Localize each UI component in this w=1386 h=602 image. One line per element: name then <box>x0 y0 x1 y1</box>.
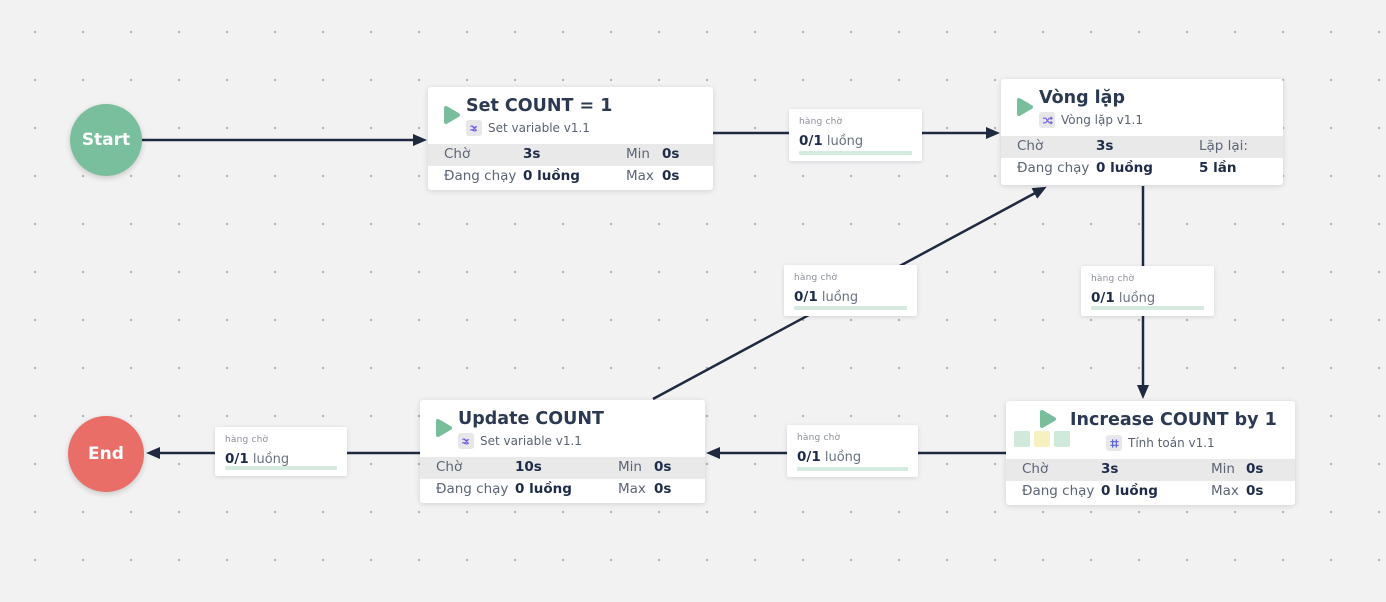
node-title: Increase COUNT by 1 <box>1070 410 1277 430</box>
queue-count: 0/1 <box>797 449 821 465</box>
stats-row: Đang chạy 0 luồng Max 0s <box>428 166 713 188</box>
stat-value: 3s <box>1096 138 1114 154</box>
stats-row: Chờ 3s Min 0s <box>1006 459 1295 481</box>
stats-row: Đang chạy 0 luồng Max 0s <box>420 479 705 501</box>
queue-progress-bar <box>799 151 912 155</box>
stat-label: Lặp lại: <box>1199 138 1248 154</box>
stat-value: 0s <box>662 146 680 162</box>
queue-progress-bar <box>797 467 908 471</box>
stat-label: Chờ <box>1022 461 1049 477</box>
node-title: Vòng lặp <box>1039 88 1126 108</box>
stat-label: Min <box>626 146 650 162</box>
play-icon <box>444 106 460 124</box>
node-increase-count[interactable]: Increase COUNT by 1 Tính toán v1.1 Chờ 3… <box>1006 401 1295 505</box>
queue-card[interactable]: hàng chờ 0/1 luồng <box>784 265 917 316</box>
node-header: Increase COUNT by 1 Tính toán v1.1 <box>1006 401 1295 458</box>
node-type-label: Tính toán v1.1 <box>1128 436 1215 450</box>
stat-value: 0s <box>662 167 680 184</box>
end-label: End <box>88 444 124 464</box>
node-header: Vòng lặp Vòng lặp v1.1 <box>1001 79 1283 136</box>
stat-value: 0 luồng <box>515 480 572 497</box>
end-node[interactable]: End <box>68 416 144 492</box>
queue-unit: luồng <box>824 450 862 465</box>
status-badges <box>1014 431 1070 447</box>
queue-label: hàng chờ <box>799 117 843 127</box>
stat-label: Đang chạy <box>436 480 509 497</box>
node-type-label: Set variable v1.1 <box>488 121 590 135</box>
node-header: Update COUNT Set variable v1.1 <box>420 400 705 457</box>
play-icon <box>1017 98 1033 116</box>
queue-unit: luồng <box>821 290 859 305</box>
node-set-count[interactable]: Set COUNT = 1 Set variable v1.1 Chờ 3s M… <box>428 87 713 190</box>
stats-row: Chờ 3s Min 0s <box>428 144 713 166</box>
queue-label: hàng chờ <box>794 273 838 283</box>
stat-value: 0s <box>654 480 672 497</box>
stats-row: Chờ 3s Lặp lại: <box>1001 136 1283 158</box>
stat-value: 0s <box>654 459 672 475</box>
stat-label: Đang chạy <box>444 167 517 184</box>
calculator-icon <box>1106 435 1122 451</box>
variable-icon <box>458 433 474 449</box>
stat-value: 0s <box>1246 461 1264 477</box>
queue-progress-bar <box>1091 306 1204 310</box>
queue-card[interactable]: hàng chờ 0/1 luồng <box>1081 266 1214 316</box>
stat-value: 3s <box>523 146 541 162</box>
node-title: Update COUNT <box>458 409 604 429</box>
stat-label: Chờ <box>436 459 463 475</box>
start-label: Start <box>81 130 131 150</box>
queue-unit: luồng <box>826 134 864 149</box>
stat-value: 5 lần <box>1199 159 1237 176</box>
queue-label: hàng chờ <box>1091 274 1135 284</box>
queue-card[interactable]: hàng chờ 0/1 luồng <box>215 427 347 476</box>
stat-value: 0s <box>1246 482 1264 499</box>
stat-label: Max <box>626 167 654 184</box>
queue-progress-bar <box>794 306 907 310</box>
queue-count: 0/1 <box>1091 290 1115 306</box>
stats-row: Chờ 10s Min 0s <box>420 457 705 479</box>
node-title: Set COUNT = 1 <box>466 96 613 116</box>
queue-count: 0/1 <box>225 451 249 467</box>
stat-label: Min <box>1211 461 1235 477</box>
start-node[interactable]: Start <box>70 104 142 176</box>
queue-label: hàng chờ <box>225 435 269 445</box>
stats-row: Đang chạy 0 luồng Max 0s <box>1006 481 1295 503</box>
stats-row: Đang chạy 0 luồng 5 lần <box>1001 158 1283 180</box>
queue-count: 0/1 <box>794 289 818 305</box>
stat-value: 0 luồng <box>1101 482 1158 499</box>
stat-label: Min <box>618 459 642 475</box>
node-vong-lap[interactable]: Vòng lặp Vòng lặp v1.1 Chờ 3s Lặp lại: Đ… <box>1001 79 1283 185</box>
queue-unit: luồng <box>252 452 290 467</box>
queue-unit: luồng <box>1118 291 1156 306</box>
node-type-label: Set variable v1.1 <box>480 434 582 448</box>
stat-value: 0 luồng <box>523 167 580 184</box>
stat-label: Đang chạy <box>1022 482 1095 499</box>
stat-label: Max <box>1211 482 1239 499</box>
node-header: Set COUNT = 1 Set variable v1.1 <box>428 87 713 144</box>
stat-label: Đang chạy <box>1017 159 1090 176</box>
queue-card[interactable]: hàng chờ 0/1 luồng <box>789 109 922 161</box>
badge <box>1034 431 1050 447</box>
node-type-label: Vòng lặp v1.1 <box>1061 113 1143 127</box>
badge <box>1054 431 1070 447</box>
stat-value: 10s <box>515 459 542 475</box>
queue-card[interactable]: hàng chờ 0/1 luồng <box>787 425 918 477</box>
stat-value: 3s <box>1101 461 1119 477</box>
variable-icon <box>466 120 482 136</box>
queue-label: hàng chờ <box>797 433 841 443</box>
stat-label: Chờ <box>1017 138 1044 154</box>
loop-icon <box>1039 112 1055 128</box>
play-icon <box>1040 410 1056 428</box>
play-icon <box>436 419 452 437</box>
queue-count: 0/1 <box>799 133 823 149</box>
node-update-count[interactable]: Update COUNT Set variable v1.1 Chờ 10s M… <box>420 400 705 503</box>
stat-label: Chờ <box>444 146 471 162</box>
queue-progress-bar <box>225 466 337 470</box>
stat-label: Max <box>618 480 646 497</box>
badge <box>1014 431 1030 447</box>
stat-value: 0 luồng <box>1096 159 1153 176</box>
